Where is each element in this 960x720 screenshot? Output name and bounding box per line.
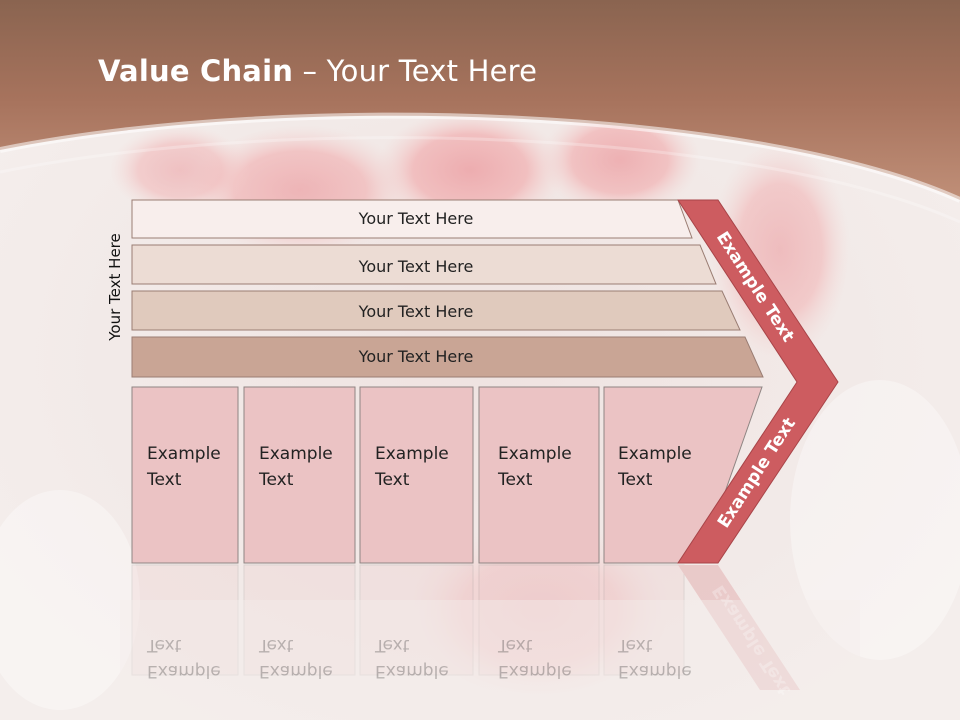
box-label-4: Example Text [498,444,572,490]
title-rest: – Your Text Here [293,54,538,88]
row-bar-3 [131,290,741,331]
box-3 [359,386,474,564]
chevron-arrow [677,199,839,564]
reflection [131,564,800,690]
row-label-2: Your Text Here [358,257,474,276]
row-label-1: Your Text Here [358,209,474,228]
box-4 [478,386,600,564]
title-bold: Value Chain [98,54,294,88]
slide-title: Value Chain – Your Text Here [98,54,537,88]
row-bar-1 [131,199,693,239]
box-label-1: Example Text [147,444,221,490]
row-label-4: Your Text Here [358,347,474,366]
box-1 [131,386,239,564]
row-bar-2 [131,244,717,285]
row-label-3: Your Text Here [358,302,474,321]
box-2 [243,386,356,564]
box-label-3: Example Text [375,444,449,490]
box-label-2: Example Text [259,444,333,490]
side-label: Your Text Here [106,233,124,341]
box-label-5: Example Text [618,444,692,490]
row-bar-4 [131,336,764,378]
